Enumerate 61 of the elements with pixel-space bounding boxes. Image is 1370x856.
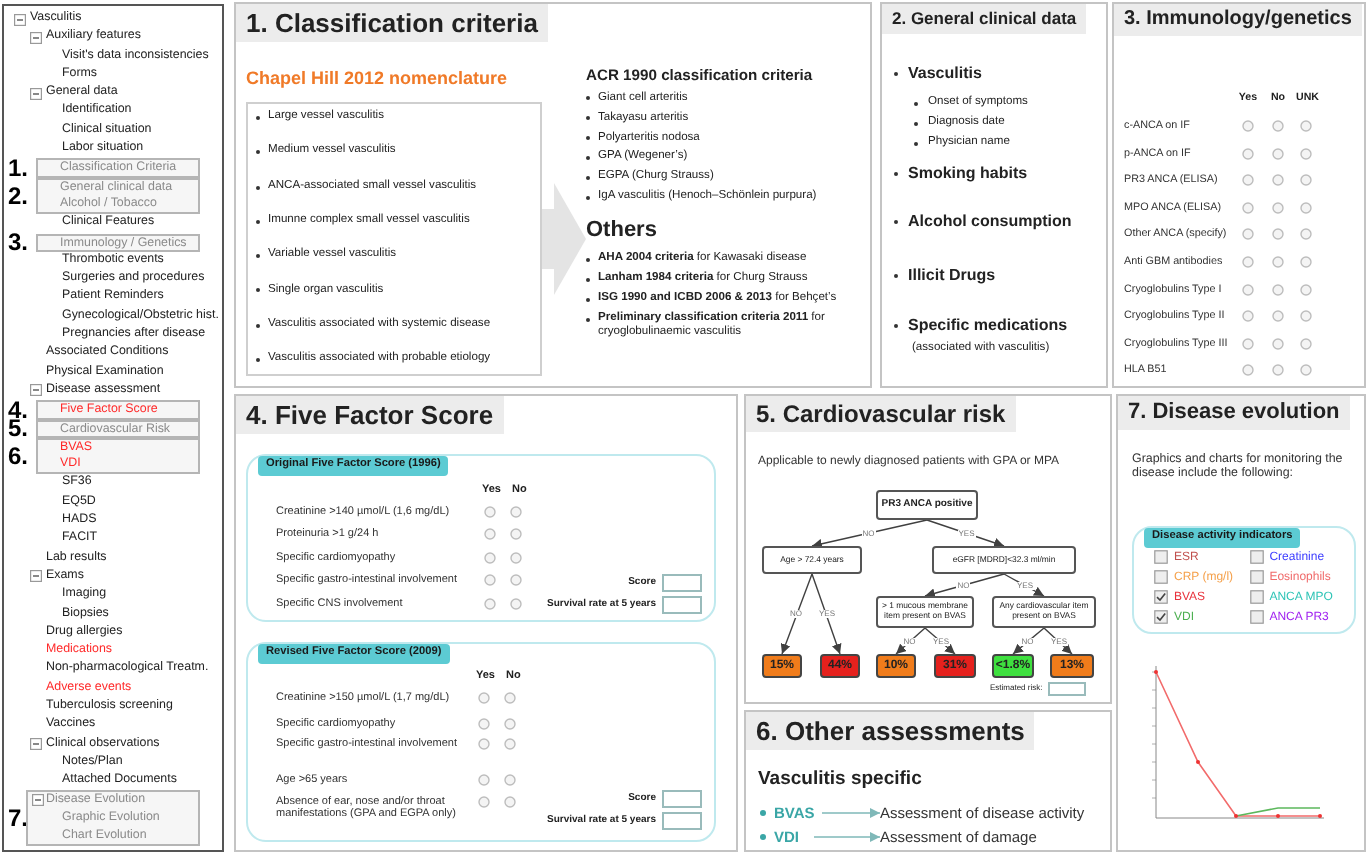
list-item: Alcohol consumption [908,214,1072,230]
panel-heading: 6. Other assessments [746,712,1035,750]
rounded-panel [246,454,716,622]
panel-heading: 1. Classification criteria [236,4,548,42]
arrow [895,627,926,655]
arrow [821,808,881,818]
decision-box [992,596,1096,628]
panel [1112,2,1366,388]
arrow [811,519,928,549]
arrow [811,573,842,655]
list-item: Specific medications [908,318,1068,334]
rounded-panel [1132,526,1356,634]
panel [234,394,738,852]
arrow [1043,627,1073,655]
callout-number: 4. [8,397,29,422]
section-title: Chapel Hill 2012 nomenclature [246,68,508,89]
arrow [780,573,813,655]
panel-heading: 2. General clinical data [882,4,1087,33]
risk-box [1050,654,1094,678]
risk-box [820,654,860,678]
list-item: Smoking habits [908,166,1028,182]
arrow [813,832,881,842]
panel [744,394,1112,704]
callout-number: 1. [8,156,29,181]
highlight-box [36,400,200,420]
list-box [246,102,542,376]
panel [880,2,1108,388]
callout-number: 6. [8,444,29,469]
navigation-tree [2,4,224,852]
arrow [924,573,1005,599]
decision-box [932,546,1076,574]
highlight-box [36,158,200,178]
panel-heading: 5. Cardiovascular risk [746,396,1016,432]
panel [1116,394,1366,852]
list-item: Illicit Drugs [908,268,996,284]
risk-box [934,654,976,678]
panel [744,710,1112,852]
callout-number: 7. [8,806,29,831]
callout-number: 5. [8,416,29,441]
decision-box [876,490,978,520]
panel [234,2,872,388]
panel-heading: 7. Disease evolution [1118,396,1350,430]
highlight-box [36,233,200,252]
decision-box [876,596,974,628]
callout-number: 2. [8,183,29,208]
section-title: Vasculitis specific [758,770,922,792]
highlight-box [36,437,200,475]
callout-number: 3. [8,230,29,255]
rounded-panel [246,642,716,842]
risk-box [992,654,1034,678]
risk-box [762,654,802,678]
panel-heading: 3. Immunology/genetics [1114,4,1362,36]
highlight-box [26,790,200,847]
arrow [924,627,956,655]
panel-heading: 4. Five Factor Score [236,396,504,434]
highlight-box [36,177,200,215]
decision-box [762,546,862,574]
list-item: Vasculitis [908,66,982,82]
risk-box [876,654,916,678]
block-arrow [542,183,586,295]
list-heading: Others [586,220,659,243]
